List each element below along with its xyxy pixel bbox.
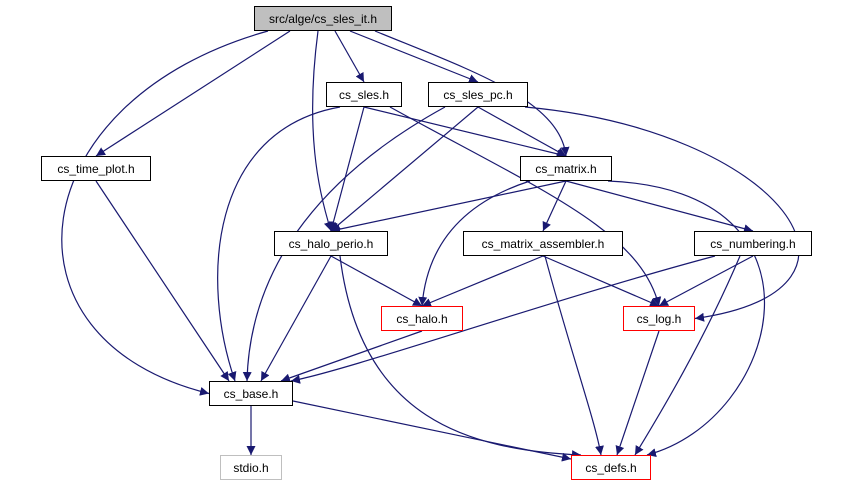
edge-cs-sles-pc-to-cs-halo-perio	[330, 106, 479, 232]
node-cs-matrix[interactable]: cs_matrix.h	[520, 156, 612, 181]
edge-cs-halo-perio-to-cs-halo	[330, 255, 423, 307]
edge-cs-halo-to-cs-base	[280, 330, 423, 383]
edge-cs-time-plot-to-cs-base	[95, 180, 230, 382]
edge-cs-sles-it-to-cs-base	[61, 30, 269, 396]
edge-cs-numbering-to-cs-defs	[634, 255, 741, 456]
edge-cs-sles-pc-to-cs-log	[524, 106, 800, 322]
edge-cs-numbering-to-cs-log	[658, 255, 754, 307]
edge-cs-sles-pc-to-cs-matrix	[477, 106, 567, 157]
edge-cs-matrix-assembler-to-cs-defs	[544, 255, 604, 456]
node-cs-log[interactable]: cs_log.h	[623, 306, 695, 331]
edge-cs-matrix-to-cs-halo-perio	[330, 180, 567, 234]
edge-cs-sles-to-cs-matrix	[363, 106, 567, 159]
edge-cs-matrix-to-cs-defs	[607, 180, 766, 458]
node-cs-numbering[interactable]: cs_numbering.h	[694, 231, 812, 256]
node-cs-halo-perio[interactable]: cs_halo_perio.h	[274, 231, 388, 256]
edge-cs-halo-perio-to-cs-base	[260, 255, 332, 382]
edge-cs-sles-it-to-cs-halo-perio	[312, 30, 333, 232]
edge-cs-matrix-to-cs-matrix-assembler	[542, 180, 567, 232]
edge-cs-base-to-cs-defs	[292, 400, 572, 462]
edge-cs-sles-to-cs-halo-perio	[328, 106, 365, 232]
node-cs-sles-it: src/alge/cs_sles_it.h	[254, 6, 392, 31]
edge-cs-matrix-assembler-to-cs-halo	[421, 255, 544, 307]
edge-cs-log-to-cs-defs	[615, 330, 660, 456]
node-cs-time-plot[interactable]: cs_time_plot.h	[41, 156, 151, 181]
node-cs-matrix-assembler[interactable]: cs_matrix_assembler.h	[463, 231, 623, 256]
edge-cs-sles-to-cs-base	[217, 106, 341, 382]
edge-cs-matrix-to-cs-numbering	[565, 180, 754, 234]
edge-cs-sles-it-to-cs-time-plot	[95, 30, 291, 157]
edge-cs-matrix-to-cs-halo	[418, 180, 531, 307]
edge-cs-sles-pc-to-cs-base	[242, 106, 446, 382]
node-cs-defs[interactable]: cs_defs.h	[571, 455, 651, 480]
node-cs-sles-pc[interactable]: cs_sles_pc.h	[428, 82, 528, 107]
edge-cs-matrix-assembler-to-cs-log	[542, 255, 660, 307]
node-stdio: stdio.h	[220, 455, 282, 480]
node-cs-sles[interactable]: cs_sles.h	[326, 82, 402, 107]
edge-cs-sles-it-to-cs-sles-pc	[349, 30, 479, 83]
edge-cs-sles-to-cs-log	[389, 106, 662, 307]
node-cs-halo[interactable]: cs_halo.h	[381, 306, 463, 331]
edge-cs-sles-it-to-cs-sles	[334, 30, 365, 83]
node-cs-base[interactable]: cs_base.h	[209, 381, 293, 406]
edge-cs-numbering-to-cs-base	[290, 255, 716, 384]
edge-cs-halo-perio-to-cs-defs	[339, 255, 582, 460]
